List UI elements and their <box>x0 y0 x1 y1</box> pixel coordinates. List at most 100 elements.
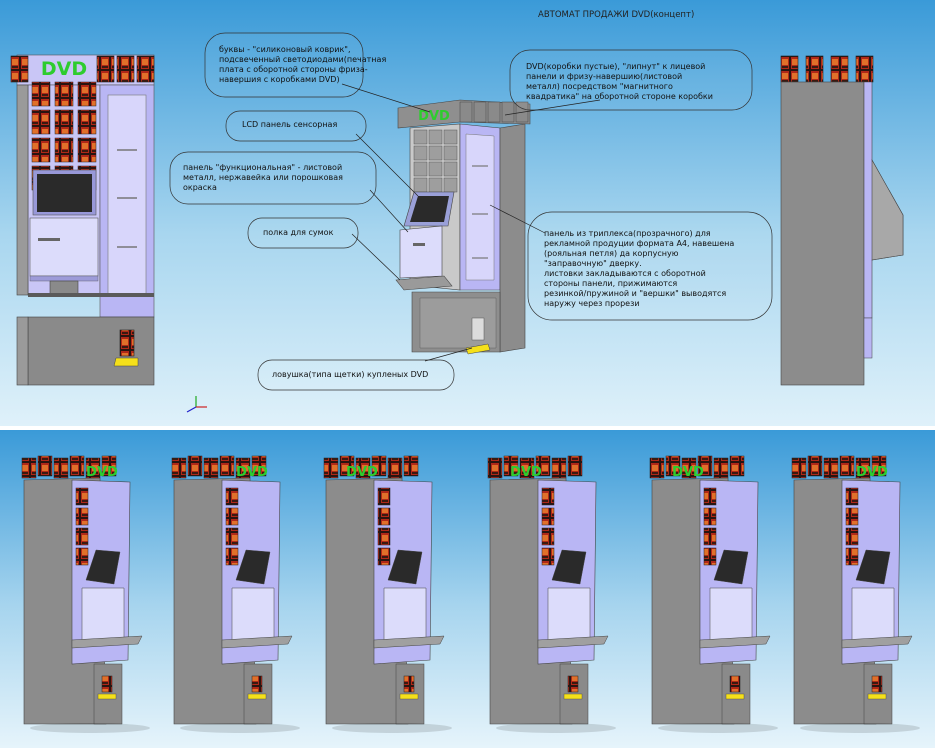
perspective-dvd-sign: DVD <box>86 465 118 480</box>
iso-lcd-screen <box>410 196 449 222</box>
kiosk-shelf <box>841 635 913 649</box>
kiosk-shelf <box>699 635 771 649</box>
dvd-box <box>845 527 859 546</box>
dvd-box <box>339 455 355 477</box>
dvd-box <box>845 487 859 506</box>
dvd-box <box>323 457 339 479</box>
perspective-kiosk: DVD <box>649 455 778 733</box>
empty-slot <box>413 129 428 145</box>
kiosk-shelf <box>537 635 609 649</box>
kiosk-shadow <box>496 723 616 733</box>
callout-lcd: LCD панель сенсорная <box>242 120 338 129</box>
dvd-box <box>75 527 89 546</box>
kiosk-shadow <box>180 723 300 733</box>
kiosk-screen <box>713 549 749 585</box>
cloud-shelf <box>247 217 359 249</box>
axis-triad <box>186 396 207 413</box>
kiosk-trap <box>399 693 419 700</box>
dvd-box <box>225 507 239 526</box>
dvd-box <box>377 527 391 546</box>
dvd-sign: DVD <box>41 58 87 80</box>
dvd-box <box>703 487 717 506</box>
dvd-box <box>77 109 97 135</box>
dvd-box <box>839 455 855 477</box>
empty-slot <box>443 177 458 193</box>
kiosk-screen <box>387 549 423 585</box>
callout-dvd-boxes: DVD(коробки пустые), "липнут" к лицевой … <box>526 62 713 101</box>
dvd-box <box>845 507 859 526</box>
kiosk-panel <box>81 587 125 641</box>
dvd-box <box>871 675 883 693</box>
dvd-box <box>54 81 74 107</box>
dvd-box <box>649 457 665 479</box>
dvd-box <box>703 507 717 526</box>
kiosk-screen <box>235 549 271 585</box>
dvd-box <box>251 455 267 477</box>
kiosk-panel <box>231 587 275 641</box>
perspective-kiosk: DVD <box>21 455 150 733</box>
empty-slot <box>443 161 458 177</box>
perspective-kiosk: DVD <box>487 455 616 733</box>
empty-slot <box>413 177 428 193</box>
dvd-box <box>53 457 69 479</box>
perspective-dvd-sign: DVD <box>346 465 378 480</box>
perspective-kiosk: DVD <box>323 455 452 733</box>
dvd-box <box>225 547 239 566</box>
header-dvd-boxes <box>10 55 155 83</box>
kiosk-shadow <box>800 723 920 733</box>
dvd-box <box>729 675 741 693</box>
dvd-box <box>31 137 51 163</box>
dvd-box <box>541 487 555 506</box>
kiosk-shelf <box>71 635 143 649</box>
iso-trap-tray <box>465 343 491 355</box>
frieze-box <box>501 101 515 123</box>
dvd-box <box>54 137 74 163</box>
dvd-box <box>729 455 745 477</box>
empty-slot <box>428 145 443 161</box>
dvd-box <box>665 455 681 477</box>
kiosk-shadow <box>658 723 778 733</box>
kiosk-shelf <box>221 635 293 649</box>
dvd-box <box>871 455 887 477</box>
dvd-box <box>171 457 187 479</box>
dvd-box <box>225 527 239 546</box>
dvd-box <box>377 507 391 526</box>
frieze-box <box>487 101 501 123</box>
diagram-title: АВТОМАТ ПРОДАЖИ DVD(концепт) <box>538 10 695 20</box>
callout-functional-panel: панель "функциональная" - листовой метал… <box>183 163 343 192</box>
callout-trap: ловушка(типа щетки) купленых DVD <box>272 370 429 379</box>
perspective-kiosks: DVD DVD DVD DVD DVD DVD <box>21 455 920 733</box>
dvd-box <box>487 457 503 479</box>
frieze-box <box>473 101 487 123</box>
perspective-views-panel <box>0 430 935 748</box>
dvd-box <box>541 547 555 566</box>
dvd-box <box>355 457 371 479</box>
kiosk-panel <box>547 587 591 641</box>
dvd-box <box>567 455 583 477</box>
dvd-box <box>403 675 415 693</box>
dvd-box <box>535 455 551 477</box>
dvd-box <box>567 675 579 693</box>
perspective-dvd-sign: DVD <box>672 465 704 480</box>
dvd-box <box>75 487 89 506</box>
dvd-trap-tray <box>113 357 139 367</box>
empty-slot <box>413 145 428 161</box>
kiosk-shadow <box>30 723 150 733</box>
perspective-kiosk: DVD <box>171 455 300 733</box>
cloud-triplex <box>527 211 773 321</box>
dvd-box <box>551 457 567 479</box>
frieze-box <box>459 101 473 123</box>
callout-clouds <box>169 32 773 391</box>
dvd-box <box>681 457 697 479</box>
kiosk-shelf <box>373 635 445 649</box>
perspective-kiosk: DVD <box>791 455 920 733</box>
dvd-box <box>823 457 839 479</box>
front-view-kiosk: DVD <box>10 54 155 386</box>
dvd-box <box>377 547 391 566</box>
bag-shelf <box>395 275 453 291</box>
dvd-box <box>37 455 53 477</box>
iso-dvd-grid <box>413 129 458 193</box>
kiosk-trap <box>725 693 745 700</box>
dvd-box <box>225 487 239 506</box>
kiosk-panel <box>709 587 753 641</box>
